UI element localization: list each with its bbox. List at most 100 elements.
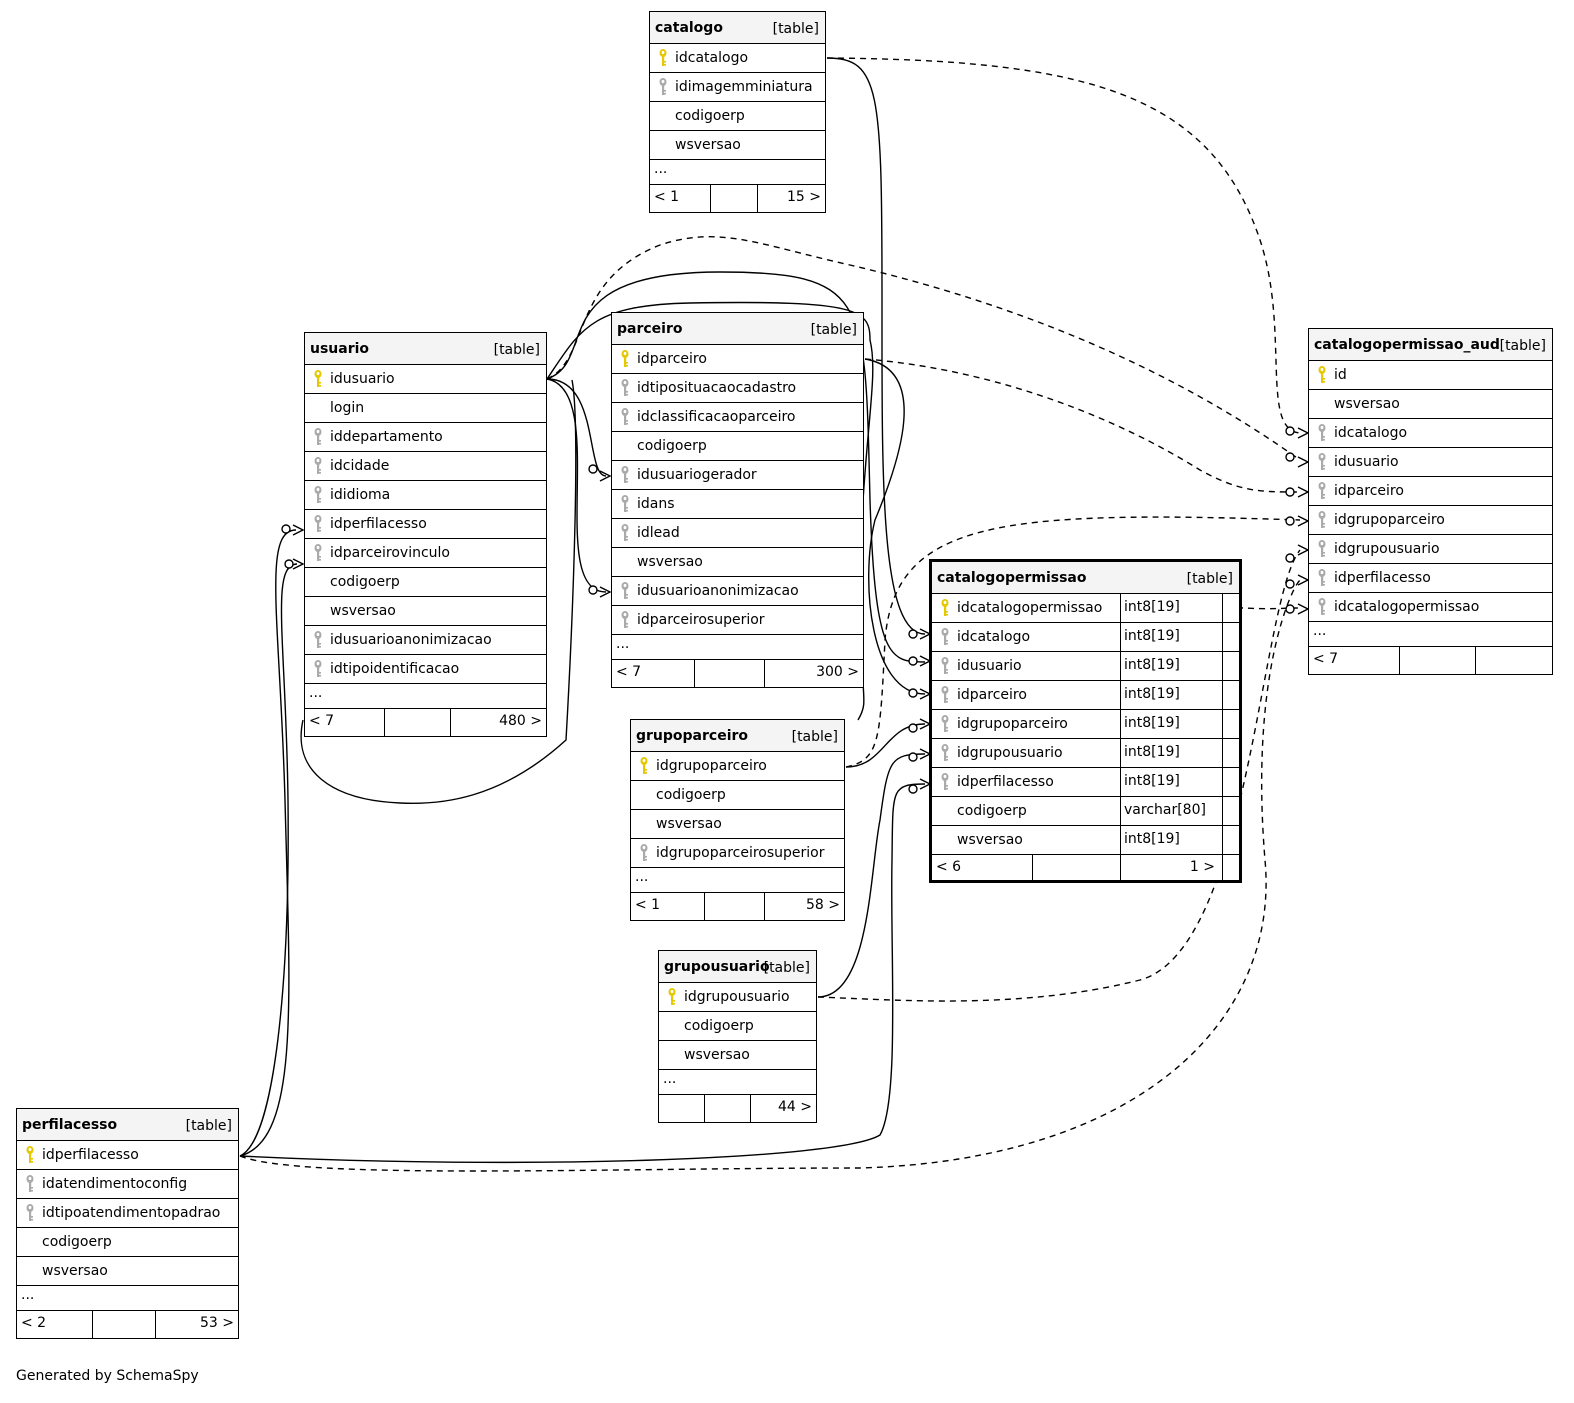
- column-row[interactable]: idperfilacesso: [1309, 564, 1552, 593]
- column-row[interactable]: idtipoidentificacao: [305, 655, 546, 684]
- column-name: idusuarioanonimizacao: [637, 583, 799, 599]
- foreign-key-icon: [25, 1203, 35, 1223]
- column-row[interactable]: idusuario: [305, 365, 546, 394]
- children-count: 300 >: [816, 664, 859, 680]
- column-row[interactable]: idusuariogerador: [612, 461, 863, 490]
- table-header: grupousuario [table]: [659, 951, 816, 983]
- crows-foot: [599, 470, 612, 482]
- end-circle: [908, 723, 918, 733]
- column-row[interactable]: idparceiro: [612, 345, 863, 374]
- crows-foot: [1297, 456, 1310, 468]
- table-catalogopermissao[interactable]: catalogopermissao [table] idcatalogoperm…: [929, 559, 1242, 883]
- column-row[interactable]: idparceirosuperior: [612, 606, 863, 635]
- footer-divider: [1222, 855, 1223, 880]
- column-row[interactable]: idperfilacesso: [17, 1141, 238, 1170]
- table-grupousuario[interactable]: grupousuario [table] idgrupousuario codig…: [658, 950, 817, 1123]
- edge-grupousuario-aud: [817, 549, 1301, 1002]
- column-row[interactable]: idusuarioanonimizacao: [305, 626, 546, 655]
- edge-usuario-aud: [546, 236, 1301, 461]
- end-circle: [1285, 604, 1295, 614]
- column-name: idparceiro: [957, 687, 1027, 703]
- column-row[interactable]: id: [1309, 361, 1552, 390]
- end-circle: [908, 688, 918, 698]
- column-name: wsversao: [656, 816, 722, 832]
- column-row[interactable]: idperfilacesso: [305, 510, 546, 539]
- column-row[interactable]: idimagemminiatura: [650, 73, 825, 102]
- edge-grupousuario-catalogopermissao: [817, 753, 926, 998]
- column-name: idtiposituacaocadastro: [637, 380, 797, 396]
- column-row[interactable]: idgrupousuario: [659, 983, 816, 1012]
- column-row[interactable]: idtiposituacaocadastro: [612, 374, 863, 403]
- column-row[interactable]: idans: [612, 490, 863, 519]
- column-row[interactable]: wsversao: [305, 597, 546, 626]
- foreign-key-icon: [620, 378, 630, 398]
- table-footer: < 2 53 >: [17, 1311, 238, 1338]
- column-name: idcidade: [330, 458, 390, 474]
- column-row[interactable]: wsversao: [631, 810, 844, 839]
- column-row[interactable]: wsversao: [650, 131, 825, 160]
- column-row[interactable]: idcatalogo: [650, 44, 825, 73]
- parents-count: < 1: [635, 897, 661, 913]
- column-row[interactable]: idgrupoparceirosuperior: [631, 839, 844, 868]
- column-row[interactable]: codigoerp: [17, 1228, 238, 1257]
- table-footer: < 7: [1309, 647, 1552, 674]
- column-name: idusuariogerador: [637, 467, 757, 483]
- foreign-key-icon: [313, 514, 323, 534]
- column-name: idlead: [637, 525, 680, 541]
- more-columns: ...: [650, 160, 825, 185]
- column-row[interactable]: idcidade: [305, 452, 546, 481]
- column-row[interactable]: wsversao: [659, 1041, 816, 1070]
- crows-foot: [1297, 574, 1310, 586]
- column-row[interactable]: iddepartamento: [305, 423, 546, 452]
- column-row[interactable]: codigoerp: [650, 102, 825, 131]
- column-row[interactable]: wsversao: [17, 1257, 238, 1286]
- column-row[interactable]: idcatalogo: [1309, 419, 1552, 448]
- column-row[interactable]: idparceirovinculo: [305, 539, 546, 568]
- column-row[interactable]: idparceiro: [1309, 477, 1552, 506]
- table-tag: [table]: [185, 1118, 232, 1134]
- primary-key-icon: [25, 1145, 35, 1165]
- column-row[interactable]: idcatalogopermissao: [1309, 593, 1552, 622]
- end-circle: [1285, 452, 1295, 462]
- table-tag: [table]: [810, 322, 857, 338]
- column-row[interactable]: codigoerp: [305, 568, 546, 597]
- column-row[interactable]: codigoerp: [659, 1012, 816, 1041]
- column-row[interactable]: idlead: [612, 519, 863, 548]
- parents-count: < 6: [936, 859, 962, 875]
- column-name: wsversao: [42, 1263, 108, 1279]
- column-row[interactable]: codigoerp: [631, 781, 844, 810]
- column-name: idgrupousuario: [684, 989, 790, 1005]
- table-tag: [table]: [763, 960, 810, 976]
- column-row[interactable]: idtipoatendimentopadrao: [17, 1199, 238, 1228]
- footer-divider: [764, 660, 765, 687]
- column-row[interactable]: idgrupoparceiro: [1309, 506, 1552, 535]
- column-row[interactable]: idclassificacaoparceiro: [612, 403, 863, 432]
- column-row[interactable]: idgrupoparceiro: [631, 752, 844, 781]
- children-count: 44 >: [778, 1099, 812, 1115]
- column-row[interactable]: idatendimentoconfig: [17, 1170, 238, 1199]
- footer-divider: [384, 709, 385, 736]
- column-row[interactable]: wsversao: [1309, 390, 1552, 419]
- column-row[interactable]: ididioma: [305, 481, 546, 510]
- column-row[interactable]: codigoerp: [612, 432, 863, 461]
- column-row[interactable]: wsversao: [612, 548, 863, 577]
- column-row[interactable]: idgrupousuario: [1309, 535, 1552, 564]
- column-row[interactable]: idusuario: [1309, 448, 1552, 477]
- column-row[interactable]: idusuarioanonimizacao: [612, 577, 863, 606]
- column-row[interactable]: login: [305, 394, 546, 423]
